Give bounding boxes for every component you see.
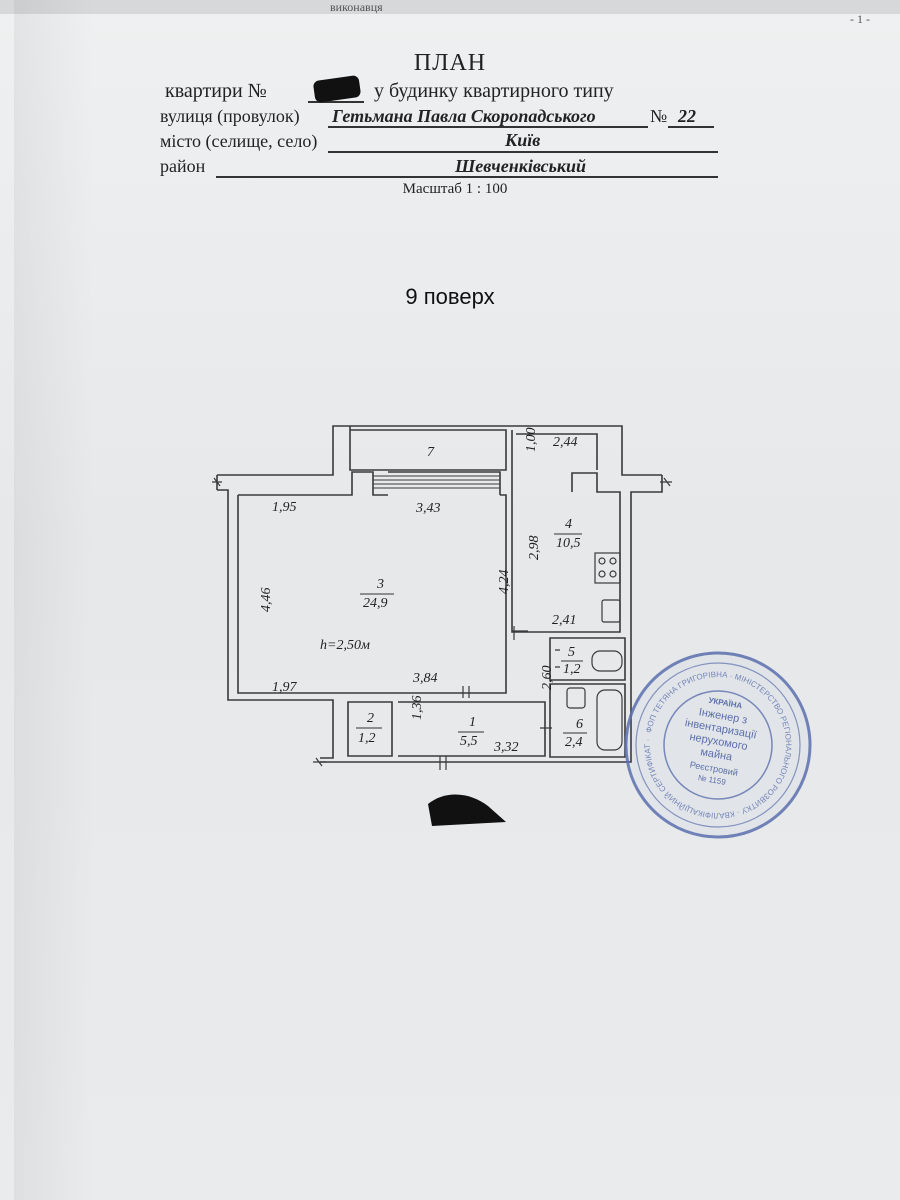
dim-4-24: 4,24 (497, 570, 512, 595)
dim-1-00: 1,00 (524, 428, 539, 453)
dim-2-44: 2,44 (553, 435, 578, 450)
room-5-number: 5 (568, 645, 575, 660)
street-label: вулиця (провулок) (160, 106, 300, 126)
room-7-number: 7 (427, 445, 435, 460)
room-6-number: 6 (576, 717, 583, 732)
room-4-area: 10,5 (556, 536, 581, 551)
room-4-number: 4 (565, 517, 572, 532)
dim-4-46: 4,46 (259, 588, 274, 613)
engineer-stamp: ФОП ТЕТЯНА ГРИГОРІВНА · МІНІСТЕРСТВО РЕГ… (624, 651, 812, 839)
kitchen-sink-icon (601, 599, 621, 623)
dim-1-95: 1,95 (272, 500, 297, 515)
redacted-mark (428, 794, 506, 826)
wash-basin-icon (566, 687, 586, 709)
corner-text-right: - 1 - (850, 12, 870, 26)
street-underline (328, 126, 648, 128)
dim-1-36: 1,36 (410, 696, 425, 721)
burner-icon (609, 570, 617, 578)
plan-fixtures (566, 552, 623, 751)
dim-3-32: 3,32 (493, 740, 519, 755)
city-underline (328, 151, 718, 153)
room-5-area: 1,2 (563, 662, 581, 677)
floor-label: 9 поверх (405, 284, 495, 309)
plan-walls (212, 425, 672, 770)
district-value: Шевченківський (455, 156, 587, 176)
room-2-number: 2 (367, 711, 374, 726)
page-fold-shadow (14, 0, 94, 1200)
dim-1-97: 1,97 (272, 680, 298, 695)
bathtub-icon (596, 689, 623, 751)
apartment-prefix: квартири № (165, 80, 267, 102)
corner-text-left: виконавця (330, 0, 383, 14)
dim-2-60: 2,60 (540, 666, 555, 691)
apartment-underline (308, 101, 364, 103)
toilet-icon (591, 650, 623, 672)
room-3-area: 24,9 (363, 596, 388, 611)
house-underline (668, 126, 714, 128)
top-edge-strip (0, 0, 900, 14)
scale-label: Масштаб 1 : 100 (402, 181, 508, 197)
apartment-suffix: у будинку квартирного типу (374, 80, 614, 102)
street-value: Гетьмана Павла Скоропадського (332, 106, 596, 126)
room-3-number: 3 (376, 577, 384, 592)
burner-icon (609, 557, 617, 565)
city-label: місто (селище, село) (160, 131, 318, 151)
stove-icon (594, 552, 621, 584)
room-1-number: 1 (469, 715, 476, 730)
city-value: Київ (505, 130, 541, 150)
document-title: ПЛАН (413, 50, 487, 76)
dim-2-98: 2,98 (527, 536, 542, 561)
district-underline (216, 176, 718, 178)
height-label: h=2,50м (320, 638, 370, 653)
dim-3-43: 3,43 (415, 501, 441, 516)
house-value: 22 (678, 106, 696, 126)
stamp-line-5: майна (699, 746, 733, 764)
burner-icon (598, 557, 606, 565)
dim-2-41: 2,41 (552, 613, 577, 628)
district-label: район (160, 156, 206, 176)
house-label: № (650, 106, 668, 126)
room-6-area: 2,4 (565, 735, 583, 750)
burner-icon (598, 570, 606, 578)
room-1-area: 5,5 (460, 734, 478, 749)
dim-3-84: 3,84 (412, 671, 438, 686)
room-2-area: 1,2 (358, 731, 376, 746)
